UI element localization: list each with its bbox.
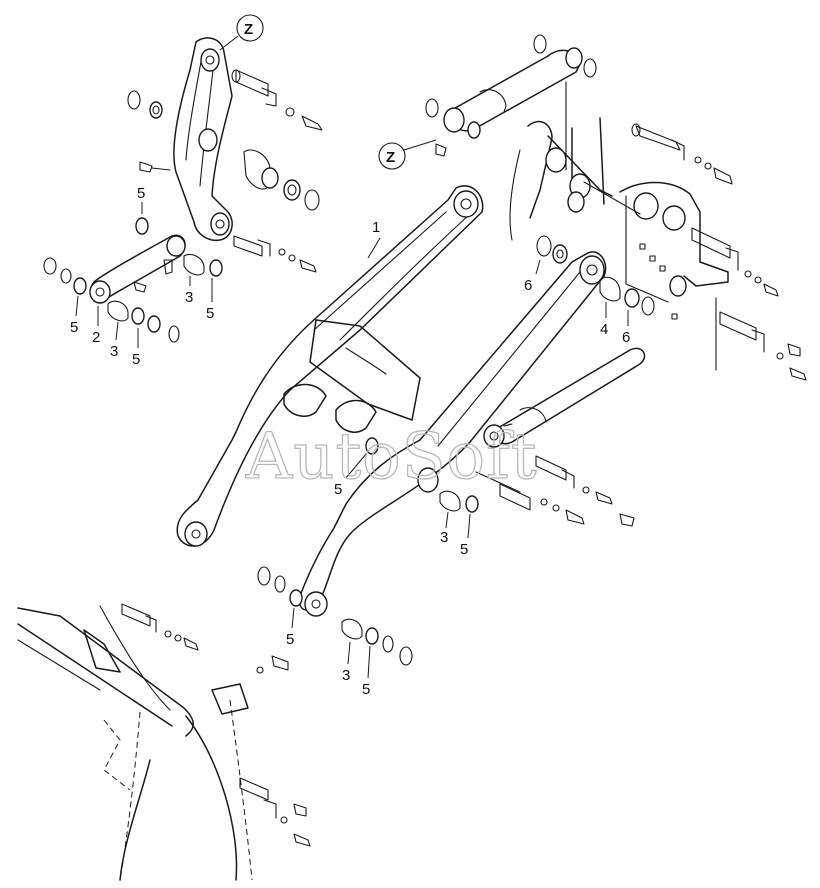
svg-text:6: 6 xyxy=(524,277,532,294)
lift-cylinder xyxy=(425,34,597,171)
callout-3-left: 3 xyxy=(110,321,119,360)
svg-text:1: 1 xyxy=(372,219,380,236)
callout-5-lower: 5 xyxy=(286,607,295,648)
bellcrank-bushing-mid xyxy=(243,149,320,211)
frame-pin-upper xyxy=(631,123,733,185)
lift-arm-right xyxy=(298,251,607,617)
frame-pin-right xyxy=(669,227,807,381)
callout-3-lower: 3 xyxy=(342,641,351,684)
svg-text:3: 3 xyxy=(185,289,193,306)
loader-frame xyxy=(509,117,729,371)
detail-marker-z-top: Z xyxy=(219,14,264,51)
detail-marker-z-mid: Z xyxy=(378,139,437,170)
svg-text:5: 5 xyxy=(334,481,342,498)
callout-6-upper: 6 xyxy=(524,259,541,294)
bucket xyxy=(17,605,253,881)
callout-2: 2 xyxy=(92,306,100,346)
callout-4: 4 xyxy=(600,302,608,338)
svg-text:4: 4 xyxy=(600,321,608,338)
callout-5-lower-right: 5 xyxy=(362,645,371,698)
bellcrank-link xyxy=(173,37,233,242)
callout-3-upper: 3 xyxy=(185,276,193,306)
bellcrank-pin-lower xyxy=(233,235,317,273)
center-bushings xyxy=(365,437,479,513)
tilt-link-hardware xyxy=(43,217,223,343)
bellcrank-washers-left xyxy=(127,90,163,119)
svg-text:5: 5 xyxy=(137,185,145,202)
callout-5-left-low: 5 xyxy=(132,328,140,368)
lower-bushings xyxy=(257,566,413,666)
callout-5-upper-right: 5 xyxy=(206,278,214,322)
callout-6-right: 6 xyxy=(622,310,630,346)
callout-5-left: 5 xyxy=(70,295,79,336)
watermark: AutoSoft xyxy=(245,420,537,494)
svg-text:Z: Z xyxy=(386,149,395,166)
svg-text:5: 5 xyxy=(286,631,294,648)
callout-5-upper: 5 xyxy=(137,185,145,214)
callout-5-center: 5 xyxy=(334,453,367,498)
svg-text:3: 3 xyxy=(110,343,118,360)
svg-text:5: 5 xyxy=(70,319,78,336)
tilt-cylinder xyxy=(475,347,646,527)
svg-text:5: 5 xyxy=(132,351,140,368)
svg-text:Z: Z xyxy=(244,21,253,38)
svg-text:6: 6 xyxy=(622,329,630,346)
svg-text:5: 5 xyxy=(460,541,468,558)
lift-arm-left xyxy=(176,185,484,547)
grease-fitting-upper xyxy=(139,161,171,173)
svg-text:5: 5 xyxy=(206,305,214,322)
tilt-link xyxy=(89,234,186,304)
bellcrank-pin-upper xyxy=(231,69,323,131)
bucket-pins xyxy=(121,603,311,847)
svg-text:3: 3 xyxy=(440,529,448,546)
right-arm-bushings xyxy=(536,235,655,316)
svg-text:3: 3 xyxy=(342,667,350,684)
cross-tube xyxy=(283,319,421,433)
callout-3-center: 3 xyxy=(440,511,449,546)
callout-5-center-right: 5 xyxy=(460,513,471,558)
svg-text:2: 2 xyxy=(92,329,100,346)
callout-1: 1 xyxy=(367,219,381,259)
svg-text:5: 5 xyxy=(362,681,370,698)
